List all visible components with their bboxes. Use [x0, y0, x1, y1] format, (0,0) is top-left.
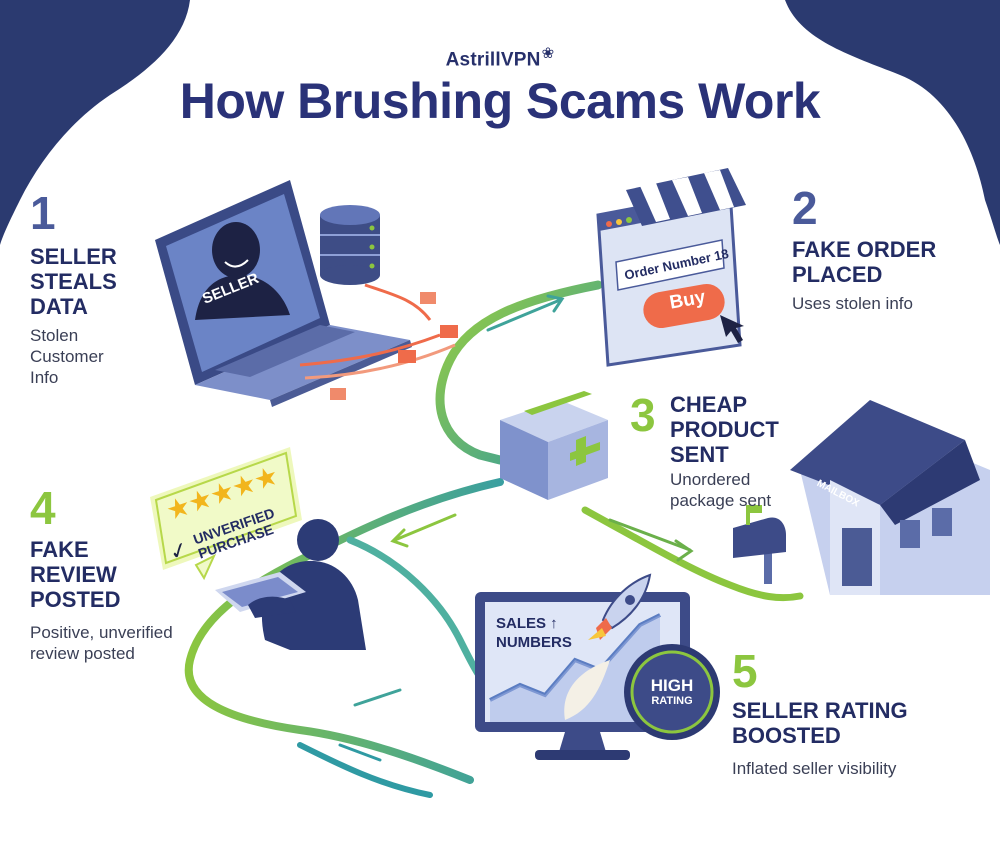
step-2: 2 FAKE ORDER PLACED Uses stolen info: [792, 185, 992, 314]
badge-line: RATING: [651, 695, 693, 707]
step-1-heading-line: STEALS: [30, 269, 117, 294]
step-3-description: Unordered package sent: [670, 469, 820, 511]
rocket-icon: [588, 573, 652, 640]
monitor-line: SALES ↑: [496, 615, 558, 632]
step-1-heading: SELLER STEALS DATA: [30, 244, 160, 319]
step-4-heading-line: FAKE: [30, 537, 89, 562]
step-5-heading-line: SELLER RATING: [732, 698, 908, 723]
step-1-description: Stolen Customer Info: [30, 325, 160, 388]
step-3: CHEAP PRODUCT SENT Unordered package sen…: [670, 392, 820, 511]
corner-blob-left: [0, 0, 190, 245]
step-3-heading: CHEAP PRODUCT SENT: [670, 392, 820, 467]
seller-laptop-icon: [155, 180, 412, 407]
step-2-number: 2: [792, 182, 818, 234]
step-3-desc-line: Unordered: [670, 470, 751, 489]
monitor-line: NUMBERS: [496, 634, 572, 651]
step-1-desc-line: Stolen: [30, 326, 79, 345]
flow-arrows: [338, 294, 694, 762]
step-3-heading-line: PRODUCT: [670, 417, 779, 442]
order-window-icon: [596, 168, 746, 367]
monitor-text: SALES ↑ NUMBERS: [496, 614, 572, 652]
high-rating-badge-icon: [624, 644, 720, 740]
step-1-heading-line: DATA: [30, 294, 88, 319]
badge-line: HIGH: [650, 676, 694, 695]
step-3-heading-line: CHEAP: [670, 392, 748, 417]
corner-blob-right: [785, 0, 1000, 245]
step-2-heading-line: PLACED: [792, 262, 883, 287]
flow-paths: [184, 280, 804, 798]
step-1-heading-line: SELLER: [30, 244, 117, 269]
step-2-heading: FAKE ORDER PLACED: [792, 237, 992, 287]
step-5-description: Inflated seller visibility: [732, 758, 972, 779]
step-1-desc-line: Customer: [30, 347, 104, 366]
step-3-heading-line: SENT: [670, 442, 729, 467]
step-2-desc-line: Uses stolen info: [792, 294, 913, 313]
step-4-desc-line: review posted: [30, 644, 135, 663]
database-icon: [320, 205, 380, 285]
step-4-desc-line: Positive, unverified: [30, 623, 173, 642]
step-5-heading: SELLER RATING BOOSTED: [732, 698, 972, 748]
step-2-description: Uses stolen info: [792, 293, 992, 314]
step-4-heading-line: REVIEW: [30, 562, 117, 587]
step-5-number: 5: [732, 645, 758, 697]
brand-logo: AstrillVPN❀: [0, 44, 1000, 71]
step-4-heading: FAKE REVIEW POSTED: [30, 537, 200, 612]
step-5-desc-line: Inflated seller visibility: [732, 759, 897, 778]
step-5-heading-line: BOOSTED: [732, 723, 841, 748]
badge-text: HIGH RATING: [632, 677, 712, 708]
step-2-heading-line: FAKE ORDER: [792, 237, 937, 262]
step-3-number: 3: [630, 389, 656, 441]
step-4-number: 4: [30, 482, 56, 534]
mailbox-icon: [733, 505, 786, 584]
step-4-heading-line: POSTED: [30, 587, 121, 612]
package-box-icon: [500, 391, 608, 500]
step-4: 4 FAKE REVIEW POSTED Positive, unverifie…: [30, 485, 200, 664]
brand-name: AstrillVPN: [445, 49, 541, 71]
step-1-desc-line: Info: [30, 368, 59, 387]
step-1: 1 SELLER STEALS DATA Stolen Customer Inf…: [30, 190, 160, 388]
page-title: How Brushing Scams Work: [179, 73, 821, 129]
house-icon: [790, 400, 990, 595]
brand-mark-icon: ❀: [541, 45, 555, 62]
review-card-icon: [150, 447, 302, 581]
step-1-number: 1: [30, 187, 56, 239]
step-3-desc-line: package sent: [670, 491, 772, 510]
stolen-data-stream-icon: [299, 283, 458, 400]
step-4-description: Positive, unverified review posted: [30, 622, 200, 664]
person-typing-icon: [215, 519, 366, 650]
step-5: 5 SELLER RATING BOOSTED Inflated seller …: [732, 648, 972, 779]
